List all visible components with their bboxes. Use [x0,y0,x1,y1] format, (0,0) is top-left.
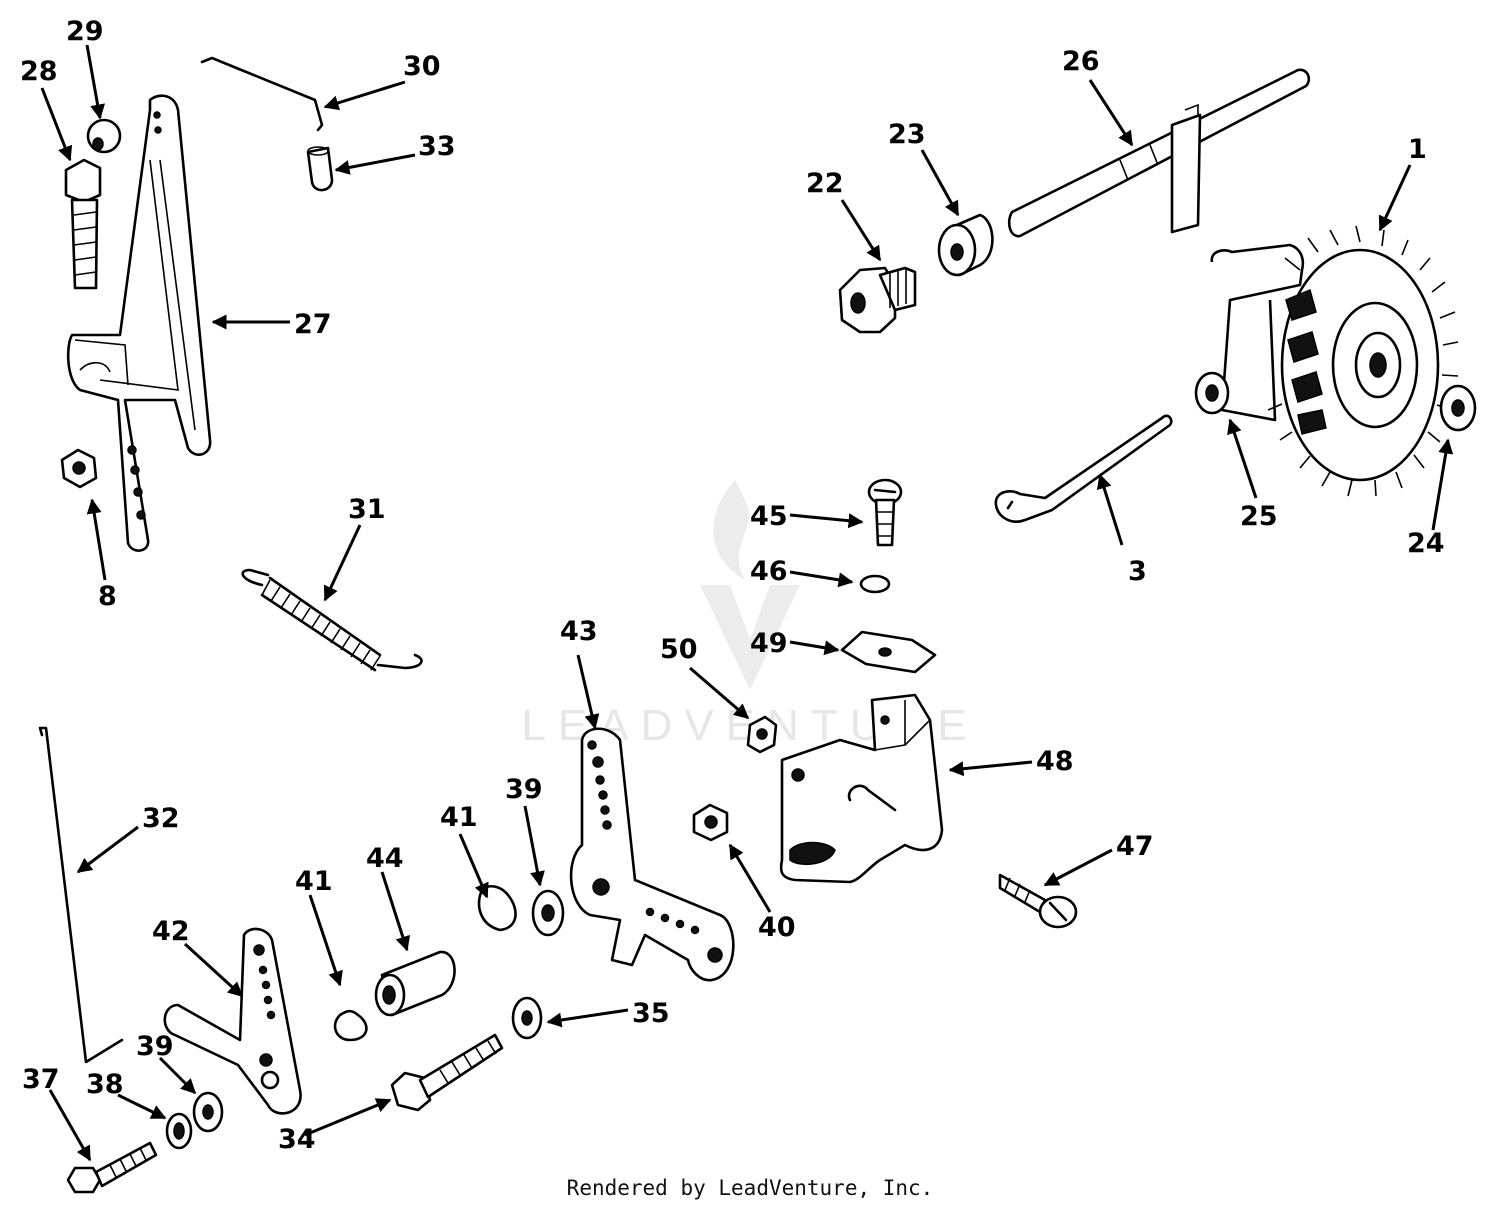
part-24-thrust-washer [1439,384,1477,432]
part-45-screw [867,478,903,547]
callout-42: 42 [152,916,190,947]
render-credit: Rendered by LeadVenture, Inc. [566,1176,934,1200]
callout-32: 32 [142,803,180,834]
callout-33: 33 [418,131,456,162]
callout-47: 47 [1116,831,1154,862]
callout-3: 3 [1128,556,1147,587]
callout-1: 1 [1408,134,1427,165]
part-43-throttle-lever-plate [569,727,735,982]
callout-40: 40 [758,912,796,943]
part-40-hex-nut [692,803,729,842]
callout-41-left: 41 [295,866,333,897]
part-31-tension-spring [241,568,423,672]
callout-50: 50 [660,634,698,665]
callout-34: 34 [278,1124,316,1155]
part-48-mounting-bracket [779,693,944,884]
callout-23: 23 [888,119,926,150]
callout-arrows [40,44,1454,1162]
part-25-thrust-washer [1194,371,1230,415]
part-34-flange-bolt [390,1033,504,1112]
callout-labels: 1 3 8 22 23 24 25 26 27 28 29 30 31 32 3… [20,16,1445,1155]
callout-48: 48 [1036,746,1074,777]
part-26-governor-shaft [1007,68,1311,238]
part-32-control-rod [38,726,124,1064]
callout-29: 29 [66,16,104,47]
callout-45: 45 [750,501,788,532]
part-46-split-lock-washer [859,574,891,594]
part-1-governor-gear-assembly [1210,225,1459,497]
callout-44: 44 [366,843,404,874]
callout-49: 49 [750,628,788,659]
part-8-hex-nut [60,448,98,489]
callout-25: 25 [1240,501,1278,532]
part-37-bolt [66,1141,158,1194]
part-44-spacer-bushing [374,950,456,1017]
callout-26: 26 [1062,46,1100,77]
part-49-cable-clip [840,630,937,674]
part-35-washer [511,996,543,1040]
part-23-spacer [937,213,994,277]
callout-27: 27 [294,309,332,340]
part-28-hex-bolt [64,158,102,290]
part-42-lever [163,927,302,1115]
part-22-threaded-bushing [838,266,917,334]
callout-24: 24 [1407,528,1445,559]
part-27-governor-lever-bracket [66,94,212,552]
callout-39-right: 39 [505,774,543,805]
callout-35: 35 [632,998,670,1029]
part-47-screw [998,873,1078,929]
part-33-ferrule [306,146,334,192]
part-29-bushing [86,118,122,154]
part-39-washer-left [192,1091,224,1133]
part-41-retaining-clip-right [477,885,517,932]
callout-38: 38 [86,1069,124,1100]
callout-8: 8 [98,581,117,612]
part-41-retaining-clip-left [333,1009,368,1042]
callout-28: 28 [20,56,58,87]
callout-43: 43 [560,616,598,647]
callout-31: 31 [348,494,386,525]
part-39-washer-right [531,889,565,937]
callout-39-left: 39 [136,1031,174,1062]
part-50-hex-nut [746,715,778,754]
callout-41-right: 41 [440,802,478,833]
callout-30: 30 [403,51,441,82]
callout-22: 22 [806,168,844,199]
callout-37: 37 [22,1064,60,1095]
part-30-link-rod [200,56,324,132]
part-38-lock-washer [165,1112,193,1150]
part-3-shaft-pin [994,414,1173,523]
callout-46: 46 [750,556,788,587]
